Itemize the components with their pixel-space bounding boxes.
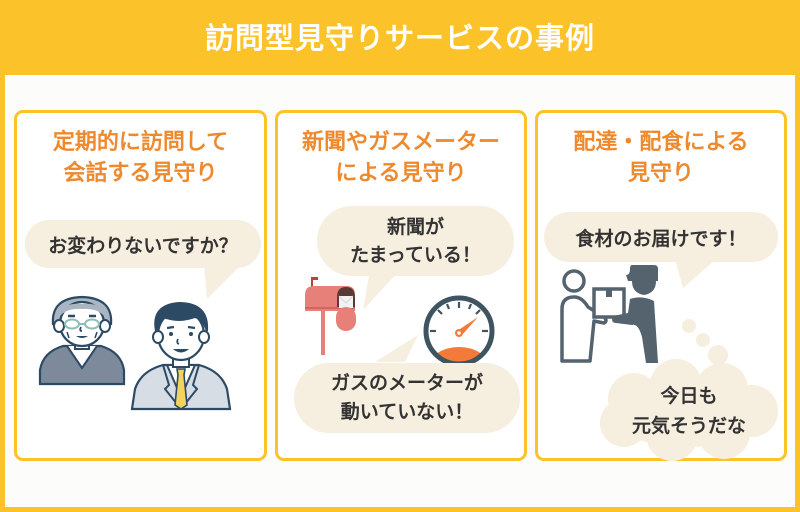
thought-bubble-text: 今日も 元気そうだな [631, 385, 746, 437]
speech-bubble-delivery: 食材のお届けです！ [544, 212, 778, 262]
speech-bubble-tail [675, 260, 715, 288]
speech-bubble-newspaper: 新聞が たまっている！ [317, 206, 514, 276]
page-title: 訪問型見守りサービスの事例 [204, 20, 595, 55]
speech-bubble-tail [204, 264, 242, 299]
card-title: 新聞やガスメーター による見守り [278, 127, 524, 189]
speech-bubble: お変わりないですか？ [25, 220, 261, 268]
visitor-man-icon [130, 301, 232, 411]
card-title: 配達・配食による 見守り [538, 127, 784, 189]
card-title-line2: 見守り [627, 161, 694, 186]
card-title-line1: 新聞やガスメーター [301, 130, 500, 155]
card-title-line1: 配達・配食による [573, 130, 749, 155]
mailbox-icon [305, 277, 356, 355]
card-title-line1: 定期的に訪問して [52, 130, 229, 155]
elderly-man-icon [38, 295, 126, 386]
speech-bubble-gas-meter: ガスのメーターが 動いていない！ [294, 363, 520, 433]
card-title-line2: による見守り [335, 161, 467, 186]
card-title: 定期的に訪問して 会話する見守り [17, 127, 264, 189]
speech-bubble-tails [363, 270, 418, 362]
header-banner: 訪問型見守りサービスの事例 [0, 0, 800, 75]
card-delivery-meal: 配達・配食による 見守り 食材のお届けです！ [535, 110, 787, 461]
delivery-person-icon [560, 265, 658, 363]
card-title-line2: 会話する見守り [63, 161, 218, 186]
gas-meter-icon [423, 295, 495, 367]
card-newspaper-gas-meter: 新聞やガスメーター による見守り 新聞が たまっている！ [275, 110, 527, 461]
thought-bubble-dots [682, 319, 728, 365]
thought-cloud [600, 359, 778, 461]
card-regular-visit: 定期的に訪問して 会話する見守り お変わりないですか？ [14, 110, 267, 461]
